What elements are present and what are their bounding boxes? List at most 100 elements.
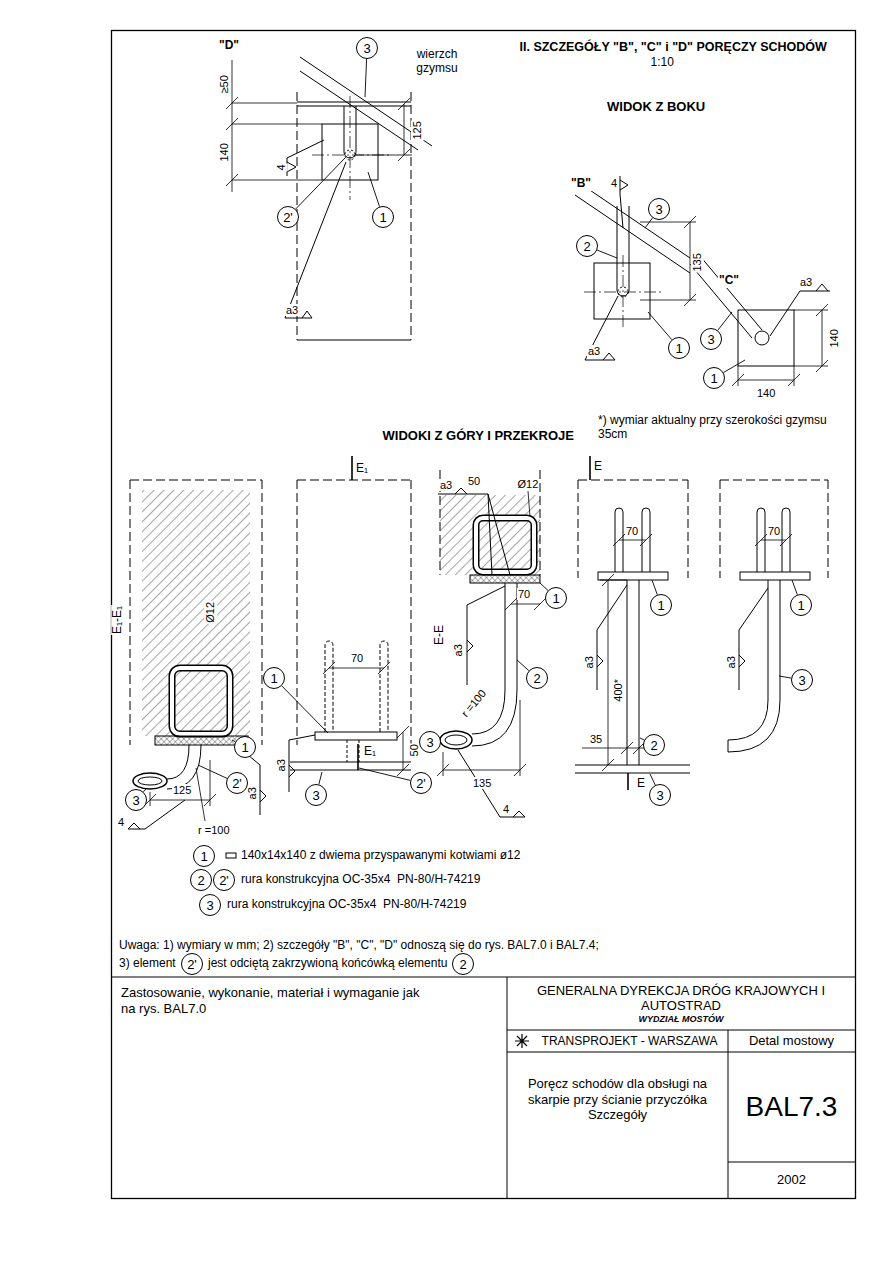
drawing-label: a3	[285, 304, 299, 317]
callout-number: 1	[657, 599, 664, 612]
title-block-text: Poręcz schodów dla obsługi na skarpie pr…	[515, 1076, 720, 1123]
callout-circle: 1	[668, 337, 690, 359]
sheet-frame	[112, 31, 856, 1199]
drawing-label: E₁	[355, 462, 369, 476]
drawing-label: wierzch gzymsu	[410, 48, 464, 76]
drawing-label: 3) element	[118, 957, 177, 971]
section-e-e	[476, 518, 534, 572]
callout-circle: 3	[700, 328, 722, 350]
detail-d	[297, 92, 411, 340]
view-e	[627, 773, 629, 790]
callout-number: 1	[675, 342, 682, 355]
view-right	[740, 572, 810, 580]
drawing-label: jest odciętą zakrzywioną końcówką elemen…	[207, 957, 448, 971]
callout-circle: 3	[649, 784, 671, 806]
drawing-label: a3	[799, 276, 813, 289]
callout-circle: 1	[790, 594, 812, 616]
detail-c	[732, 304, 828, 386]
callout-circle: 1	[372, 206, 394, 228]
title-block-text: GENERALNA DYREKCJA DRÓG KRAJOWYCH I AUTO…	[531, 983, 831, 1014]
sheet-frame	[515, 1034, 529, 1048]
drawing-label: E	[593, 460, 603, 474]
detail-c	[738, 310, 794, 366]
drawing-label: a3	[439, 479, 453, 492]
drawing-label: 140	[218, 142, 231, 162]
callout-number: 2'	[416, 777, 426, 790]
callout-number: 1	[710, 372, 717, 385]
drawing-label: 4	[275, 163, 288, 171]
section-e1-e1	[167, 745, 201, 789]
detail-b	[585, 296, 618, 360]
leader-line	[368, 172, 380, 207]
parts-list-symbol	[226, 853, 236, 858]
callout-circle: 2	[190, 869, 212, 891]
drawing-label: Uwaga: 1) wymiary w mm; 2) szczegóły "B"…	[118, 939, 600, 953]
section-e-e	[472, 583, 517, 746]
sheet-frame	[111, 31, 856, 1199]
callout-circle: 3	[305, 784, 327, 806]
section-e-e	[476, 518, 534, 572]
callout-number: 3	[798, 674, 805, 687]
callout-number: 2'	[232, 777, 242, 790]
callout-circle: 2	[526, 667, 548, 689]
callout-circle: 2'	[226, 772, 248, 794]
view-e1	[352, 456, 358, 770]
detail-d	[297, 340, 411, 341]
callout-circle: 3	[419, 731, 441, 753]
detail-d	[297, 102, 411, 106]
drawing-label: 140	[756, 387, 776, 400]
drawing-label: a3	[587, 345, 601, 358]
callout-circle: 3	[125, 789, 147, 811]
drawing-label: E₁	[363, 745, 377, 759]
drawing-label: 135	[472, 777, 492, 790]
section-e1-e1	[172, 668, 230, 734]
callout-circle: 2'	[277, 206, 299, 228]
drawing-label: ≥50	[218, 74, 231, 94]
section-e-e	[467, 586, 505, 685]
leader-line	[779, 676, 791, 678]
callout-number: 1	[552, 592, 559, 605]
callout-circle: 2'	[181, 953, 203, 975]
drawing-label: a3	[725, 655, 738, 669]
sheet-frame	[111, 977, 855, 1198]
view-e	[575, 765, 690, 773]
callout-circle: 1	[234, 736, 256, 758]
view-e	[600, 574, 627, 771]
title-block-cell: 2002	[730, 1164, 853, 1196]
drawing-label: 35	[589, 733, 603, 746]
callout-circle: 3	[648, 198, 670, 220]
callout-circle: 1	[703, 367, 725, 389]
view-e1	[325, 641, 388, 732]
section-e-e	[438, 488, 510, 575]
callout-number: 2	[459, 958, 466, 971]
callout-circle: 2'	[213, 869, 235, 891]
callout-circle: 1	[263, 667, 285, 689]
drawing-label: a3	[583, 655, 596, 669]
callout-number: 2'	[283, 211, 293, 224]
callout-number: 2	[583, 240, 590, 253]
leader-line	[724, 360, 746, 373]
detail-c	[755, 331, 769, 345]
drawing-label: 125	[172, 784, 192, 797]
title-block-cell: BAL7.3	[730, 1054, 853, 1160]
leader-line	[597, 250, 617, 258]
view-e	[578, 480, 688, 578]
callout-circle: 1	[650, 594, 672, 616]
view-e1	[289, 735, 315, 792]
section-e-e	[470, 575, 540, 583]
title-block-cell: GENERALNA DYREKCJA DRÓG KRAJOWYCH I AUTO…	[509, 979, 853, 1028]
detail-d	[356, 98, 412, 161]
title-block-cell: TRANSPROJEKT - WARSZAWA	[509, 1032, 726, 1050]
detail-d	[226, 57, 432, 340]
drawing-label: 70	[625, 525, 639, 538]
callout-number: 2	[650, 739, 657, 752]
drawing-label: 125	[411, 120, 424, 140]
drawing-label: "B"	[570, 177, 592, 191]
drawing-label: a3	[275, 758, 288, 772]
drawing-label: 135	[691, 252, 704, 272]
detail-b	[640, 216, 696, 306]
detail-b	[620, 176, 628, 228]
view-right	[739, 588, 768, 690]
section-e-e	[458, 750, 525, 817]
section-e-e	[440, 731, 472, 749]
